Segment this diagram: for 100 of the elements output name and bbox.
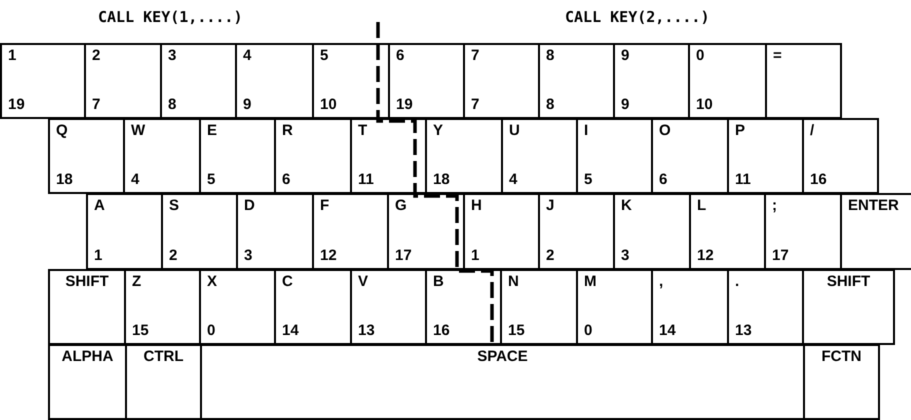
keyboard-key xyxy=(387,193,465,270)
keyboard-key xyxy=(48,344,127,420)
keyboard-key xyxy=(274,269,352,345)
keyboard-key xyxy=(765,43,842,119)
keyboard-key xyxy=(463,43,540,119)
key-code: 8 xyxy=(546,96,554,113)
key-label: L xyxy=(697,197,706,214)
key-label: D xyxy=(244,197,255,214)
key-label: CTRL xyxy=(144,348,184,365)
keyboard-key xyxy=(123,118,201,194)
keyboard-key xyxy=(274,118,352,194)
keyboard-key xyxy=(727,269,804,345)
key-label: / xyxy=(810,122,814,139)
key-label: FCTN xyxy=(822,348,862,365)
key-label: 2 xyxy=(92,47,100,64)
key-label: Q xyxy=(56,122,68,139)
keyboard-key xyxy=(538,43,615,119)
key-code: 12 xyxy=(320,247,337,264)
key-label: 8 xyxy=(546,47,554,64)
key-label: SPACE xyxy=(477,348,528,365)
key-code: 14 xyxy=(659,322,676,339)
key-label: X xyxy=(207,273,218,290)
key-code: 4 xyxy=(509,171,518,188)
key-code: 10 xyxy=(696,96,713,113)
key-code: 9 xyxy=(621,96,630,113)
keyboard-key xyxy=(200,344,805,420)
key-code: 18 xyxy=(433,171,450,188)
key-label: N xyxy=(508,273,519,290)
keyboard-key xyxy=(651,269,729,345)
keyboard-key xyxy=(613,43,690,119)
key-label: 6 xyxy=(396,47,404,64)
key-label: T xyxy=(358,122,368,139)
key-code: 6 xyxy=(659,171,668,188)
keyboard-key xyxy=(48,269,126,345)
keyboard-key xyxy=(84,43,162,119)
keyboard-key xyxy=(48,118,125,194)
keyboard-key xyxy=(199,118,276,194)
key-code: 13 xyxy=(358,322,375,339)
key-label: 4 xyxy=(243,47,252,64)
key-code: 0 xyxy=(207,322,216,339)
key-label: SHIFT xyxy=(826,273,870,290)
key-label: Y xyxy=(433,122,444,139)
keyboard-key xyxy=(803,344,880,420)
keyboard-key xyxy=(350,269,427,345)
keyboard-key xyxy=(501,118,578,194)
key-label: C xyxy=(282,273,293,290)
key-label: G xyxy=(395,197,407,214)
keyboard-key xyxy=(235,43,314,119)
keyboard-key xyxy=(350,118,427,194)
key-label: 0 xyxy=(696,47,704,64)
key-code: 6 xyxy=(282,171,290,188)
keyboard-key xyxy=(538,193,615,270)
key-label: B xyxy=(433,273,444,290)
key-code: 0 xyxy=(584,322,592,339)
keyboard-key xyxy=(500,269,578,345)
key-code: 8 xyxy=(168,96,176,113)
keyboard-key xyxy=(236,193,314,270)
keyboard-key xyxy=(651,118,729,194)
heading: CALL KEY(1,....) xyxy=(98,8,242,26)
key-code: 7 xyxy=(92,96,100,113)
key-label: O xyxy=(659,122,671,139)
key-label: U xyxy=(509,122,520,139)
keyboard-key xyxy=(613,193,691,270)
keyboard-key xyxy=(161,193,238,270)
key-label: H xyxy=(471,197,482,214)
key-label: 3 xyxy=(168,47,176,64)
key-code: 4 xyxy=(131,171,140,188)
key-code: 1 xyxy=(471,247,480,264)
key-label: E xyxy=(207,122,218,139)
keyboard-key xyxy=(86,193,163,270)
keyboard-key xyxy=(425,118,503,194)
key-code: 17 xyxy=(772,247,789,264)
keyboard-key xyxy=(124,269,201,345)
key-code: 16 xyxy=(433,322,450,339)
key-code: 19 xyxy=(8,96,25,113)
keyboard-key xyxy=(125,344,202,420)
key-label: W xyxy=(131,122,146,139)
key-label: SHIFT xyxy=(65,273,109,290)
keyboard-key xyxy=(463,193,540,270)
key-label: ; xyxy=(772,197,777,214)
key-code: 5 xyxy=(584,171,592,188)
key-label: J xyxy=(546,197,554,214)
keyboard-key xyxy=(0,43,86,119)
key-code: 2 xyxy=(169,247,178,264)
keyboard-key xyxy=(840,193,911,270)
key-code: 11 xyxy=(735,171,751,188)
keyboard-key xyxy=(388,43,465,119)
key-label: ENTER xyxy=(848,197,899,214)
key-label: F xyxy=(320,197,330,214)
key-label: S xyxy=(169,197,180,214)
key-label: 5 xyxy=(320,47,328,64)
keyboard-key xyxy=(576,118,653,194)
key-code: 13 xyxy=(735,322,752,339)
key-label: , xyxy=(659,273,664,290)
keyboard-key xyxy=(802,269,895,345)
keyboard-key xyxy=(312,193,389,270)
keyboard-key xyxy=(727,118,804,194)
key-code: 3 xyxy=(621,247,630,264)
key-code: 12 xyxy=(697,247,714,264)
keyboard-key xyxy=(764,193,842,270)
